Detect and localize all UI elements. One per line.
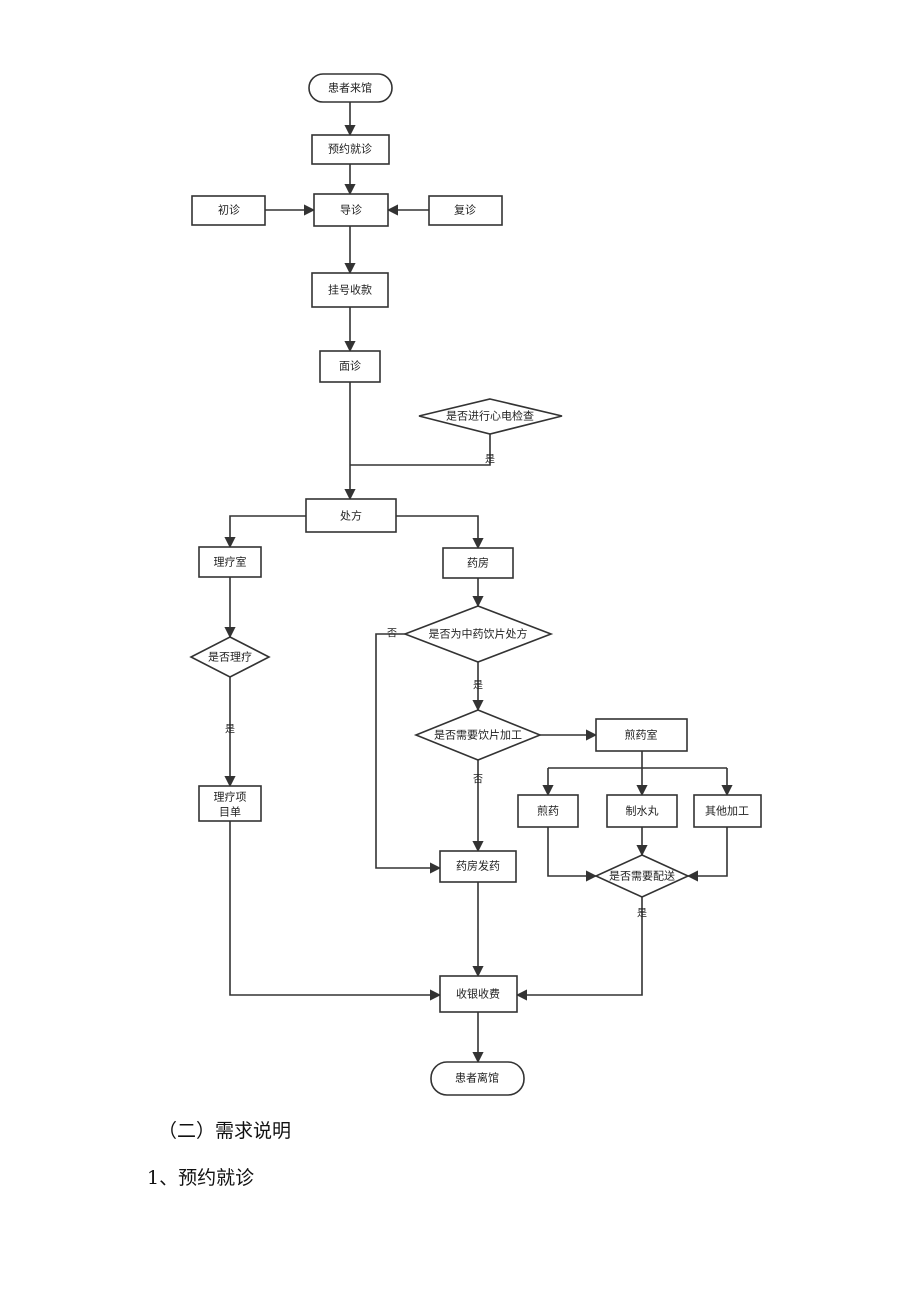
label-dispense: 药房发药 <box>456 859 500 873</box>
node-prescribe <box>305 498 397 533</box>
label-decoct-room: 煎药室 <box>625 728 658 742</box>
label-need-process: 是否需要饮片加工 <box>434 729 522 742</box>
label-appoint: 预约就诊 <box>328 142 372 156</box>
node-therapy-room <box>198 546 262 578</box>
node-ecg <box>418 398 563 435</box>
edge-other-delivery <box>686 827 728 882</box>
node-is-therapy <box>189 636 271 678</box>
node-therapy-list <box>198 785 262 822</box>
edge-list-cashier <box>229 821 442 1001</box>
label-guide: 导诊 <box>340 203 362 217</box>
node-leave <box>430 1061 525 1096</box>
edge-ecg-merge <box>350 434 491 466</box>
section-heading: （二）需求说明 <box>158 1120 292 1142</box>
node-pharmacy <box>442 547 514 579</box>
flowchart: 患者来馆 预约就诊 初诊 导诊 复诊 挂号收款 面诊 是否进行心电检查 处方 理… <box>189 73 762 1096</box>
label-prescribe: 处方 <box>340 509 362 523</box>
node-arrive <box>308 73 393 103</box>
edge-decoct-delivery <box>547 827 598 882</box>
label-pill: 制水丸 <box>626 805 659 818</box>
connectors <box>224 102 733 1064</box>
label-therapy-list-1: 理疗项 <box>214 790 247 804</box>
label-is-therapy: 是否理疗 <box>208 650 252 664</box>
node-revisit <box>428 195 503 226</box>
node-appoint <box>311 134 390 165</box>
node-cashier <box>439 975 518 1013</box>
node-pill <box>606 794 678 828</box>
edge-delivery-cashier <box>515 897 643 1001</box>
label-therapy-list-2: 目单 <box>219 806 241 819</box>
label-register: 挂号收款 <box>328 283 372 297</box>
label-consult: 面诊 <box>339 359 361 373</box>
label-leave: 患者离馆 <box>455 1071 499 1085</box>
node-other <box>693 794 762 828</box>
node-need-process <box>413 709 543 761</box>
label-other: 其他加工 <box>705 805 749 818</box>
node-decoct <box>517 794 579 828</box>
edge-label-herbal-yes: 是 <box>473 680 483 692</box>
label-first: 初诊 <box>218 203 240 217</box>
edge-prescribe-pharmacy <box>396 515 484 550</box>
node-register <box>311 272 389 308</box>
edge-label-herbal-no: 否 <box>387 628 397 640</box>
section-item: 1、预约就诊 <box>147 1167 255 1189</box>
label-ecg: 是否进行心电检查 <box>446 409 534 423</box>
label-decoct: 煎药 <box>537 804 559 818</box>
node-need-delivery <box>594 854 690 898</box>
edge-isherbal-no <box>375 633 442 874</box>
label-arrive: 患者来馆 <box>328 81 372 95</box>
node-consult <box>319 350 381 383</box>
edge-prescribe-therapy <box>224 515 306 549</box>
label-revisit: 复诊 <box>454 203 476 217</box>
node-guide <box>313 193 389 227</box>
label-cashier: 收银收费 <box>456 987 500 1001</box>
edge-label-ecg-yes: 是 <box>485 454 495 466</box>
label-therapy-room: 理疗室 <box>214 555 247 569</box>
label-need-delivery: 是否需要配送 <box>609 869 675 883</box>
label-pharmacy: 药房 <box>467 557 489 570</box>
node-decoct-room <box>595 718 688 752</box>
node-first <box>191 195 266 226</box>
edge-label-process-no: 否 <box>473 774 483 786</box>
edge-label-therapy-yes: 是 <box>225 724 235 736</box>
label-is-herbal: 是否为中药饮片处方 <box>429 627 528 641</box>
node-is-herbal <box>402 605 554 663</box>
edge-label-delivery-yes: 是 <box>637 908 647 920</box>
node-dispense <box>439 850 517 883</box>
